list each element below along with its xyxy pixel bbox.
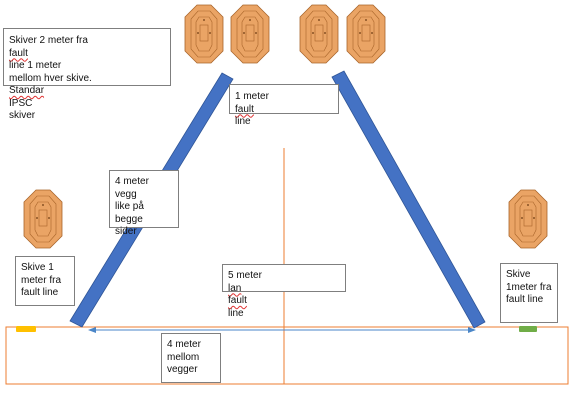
ipsc-target-icon xyxy=(184,4,224,64)
target-note-box: Skiver 2 meter fra fault line 1 meter me… xyxy=(3,28,171,121)
start-marker-right xyxy=(519,326,537,332)
note-text: IPSC xyxy=(9,97,33,109)
wall-length-label: 4 meter vegg like på begge sider xyxy=(109,170,179,237)
bottom-fault-line xyxy=(5,326,569,385)
note-text: fault xyxy=(9,47,28,59)
ipsc-target-icon xyxy=(299,4,339,64)
wall-distance-label: 4 meter mellom vegger xyxy=(161,333,221,383)
left-target-label: Skive 1 meter fra fault line xyxy=(15,256,75,306)
top-fault-line-label: 1 meter fault line xyxy=(229,84,339,127)
right-wall xyxy=(331,70,486,329)
note-text: line 1 meter xyxy=(9,60,62,71)
ipsc-target-icon xyxy=(346,4,386,64)
ipsc-target-icon xyxy=(230,4,270,64)
wall-distance-arrow xyxy=(88,327,476,333)
center-fault-line-label: 5 meter lan fault line xyxy=(222,264,346,319)
ipsc-target-icon xyxy=(23,189,63,249)
note-text: Skiver 2 meter fra xyxy=(9,35,88,46)
start-marker-left xyxy=(16,326,36,332)
ipsc-target-icon xyxy=(508,189,548,249)
right-target-label: Skive 1meter fra fault line xyxy=(500,263,558,323)
note-text: mellom hver skive. xyxy=(9,72,92,84)
note-text: Standar xyxy=(9,85,45,96)
note-text: skiver xyxy=(9,110,36,121)
